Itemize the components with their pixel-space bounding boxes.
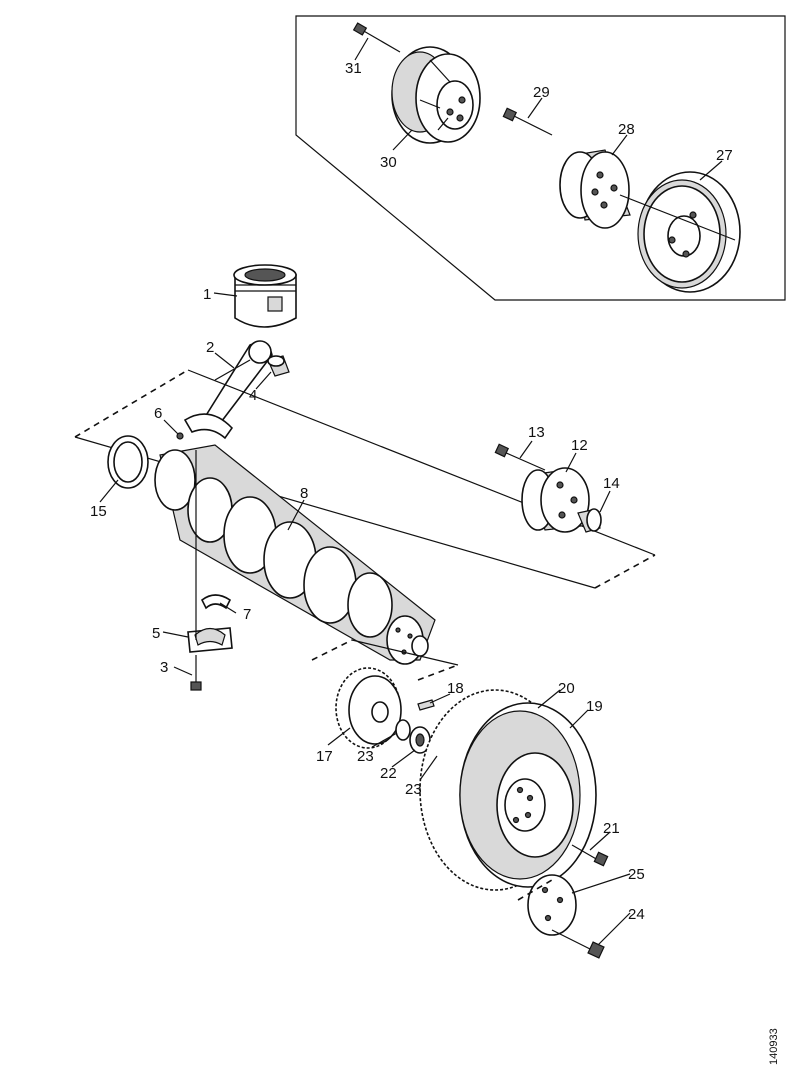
part-15-thrust-washer — [107, 435, 149, 489]
label-23a: 23 — [357, 748, 374, 765]
label-14: 14 — [603, 475, 620, 492]
part-12-hub — [521, 467, 591, 533]
part-14-bush — [577, 508, 602, 533]
part-31-bolt — [352, 22, 401, 53]
label-2: 2 — [206, 339, 214, 356]
label-7: 7 — [243, 606, 251, 623]
label-13: 13 — [528, 424, 545, 441]
label-21: 21 — [603, 820, 620, 837]
label-17: 17 — [316, 748, 333, 765]
label-20: 20 — [558, 680, 575, 697]
gear-group-boundary — [311, 639, 459, 681]
part-19-flywheel — [459, 702, 597, 888]
label-5: 5 — [152, 625, 160, 642]
label-18: 18 — [447, 680, 464, 697]
part-6-pin — [176, 432, 184, 440]
label-1: 1 — [203, 286, 211, 303]
part-21-bolt — [571, 844, 609, 867]
part-4-bush — [267, 355, 290, 377]
part-25-plate — [527, 874, 577, 936]
part-29-bolt — [502, 107, 553, 136]
label-3: 3 — [160, 659, 168, 676]
part-3-bolt — [190, 655, 202, 691]
part-24-bolt — [551, 929, 605, 959]
label-28: 28 — [618, 121, 635, 138]
part-13-bolt — [494, 443, 546, 471]
part-27-damper — [619, 171, 741, 293]
inset-frame — [295, 15, 786, 301]
part-1-piston — [233, 264, 297, 328]
part-18-pin — [417, 699, 435, 711]
label-8: 8 — [300, 485, 308, 502]
label-25: 25 — [628, 866, 645, 883]
part-23-circlip-a — [395, 719, 411, 741]
label-12: 12 — [571, 437, 588, 454]
part-8-crankshaft — [154, 444, 436, 665]
reference-number: 140933 — [768, 1028, 780, 1065]
label-23b: 23 — [405, 781, 422, 798]
label-24: 24 — [628, 906, 645, 923]
label-6: 6 — [154, 405, 162, 422]
leader-lines — [99, 37, 723, 946]
label-27: 27 — [716, 147, 733, 164]
part-2-connecting-rod — [183, 340, 273, 440]
part-22-bearing — [409, 726, 431, 754]
label-19: 19 — [586, 698, 603, 715]
assembly-boundary-lower — [594, 554, 656, 589]
part-5-bearing-cap — [187, 627, 233, 653]
part-17-gear — [335, 667, 402, 749]
label-29: 29 — [533, 84, 550, 101]
part-28-hub — [559, 149, 631, 229]
label-31: 31 — [345, 60, 362, 77]
label-22: 22 — [380, 765, 397, 782]
part-30-pulley — [391, 46, 481, 144]
gear-axis — [351, 639, 459, 666]
label-30: 30 — [380, 154, 397, 171]
label-4: 4 — [249, 387, 257, 404]
label-15: 15 — [90, 503, 107, 520]
